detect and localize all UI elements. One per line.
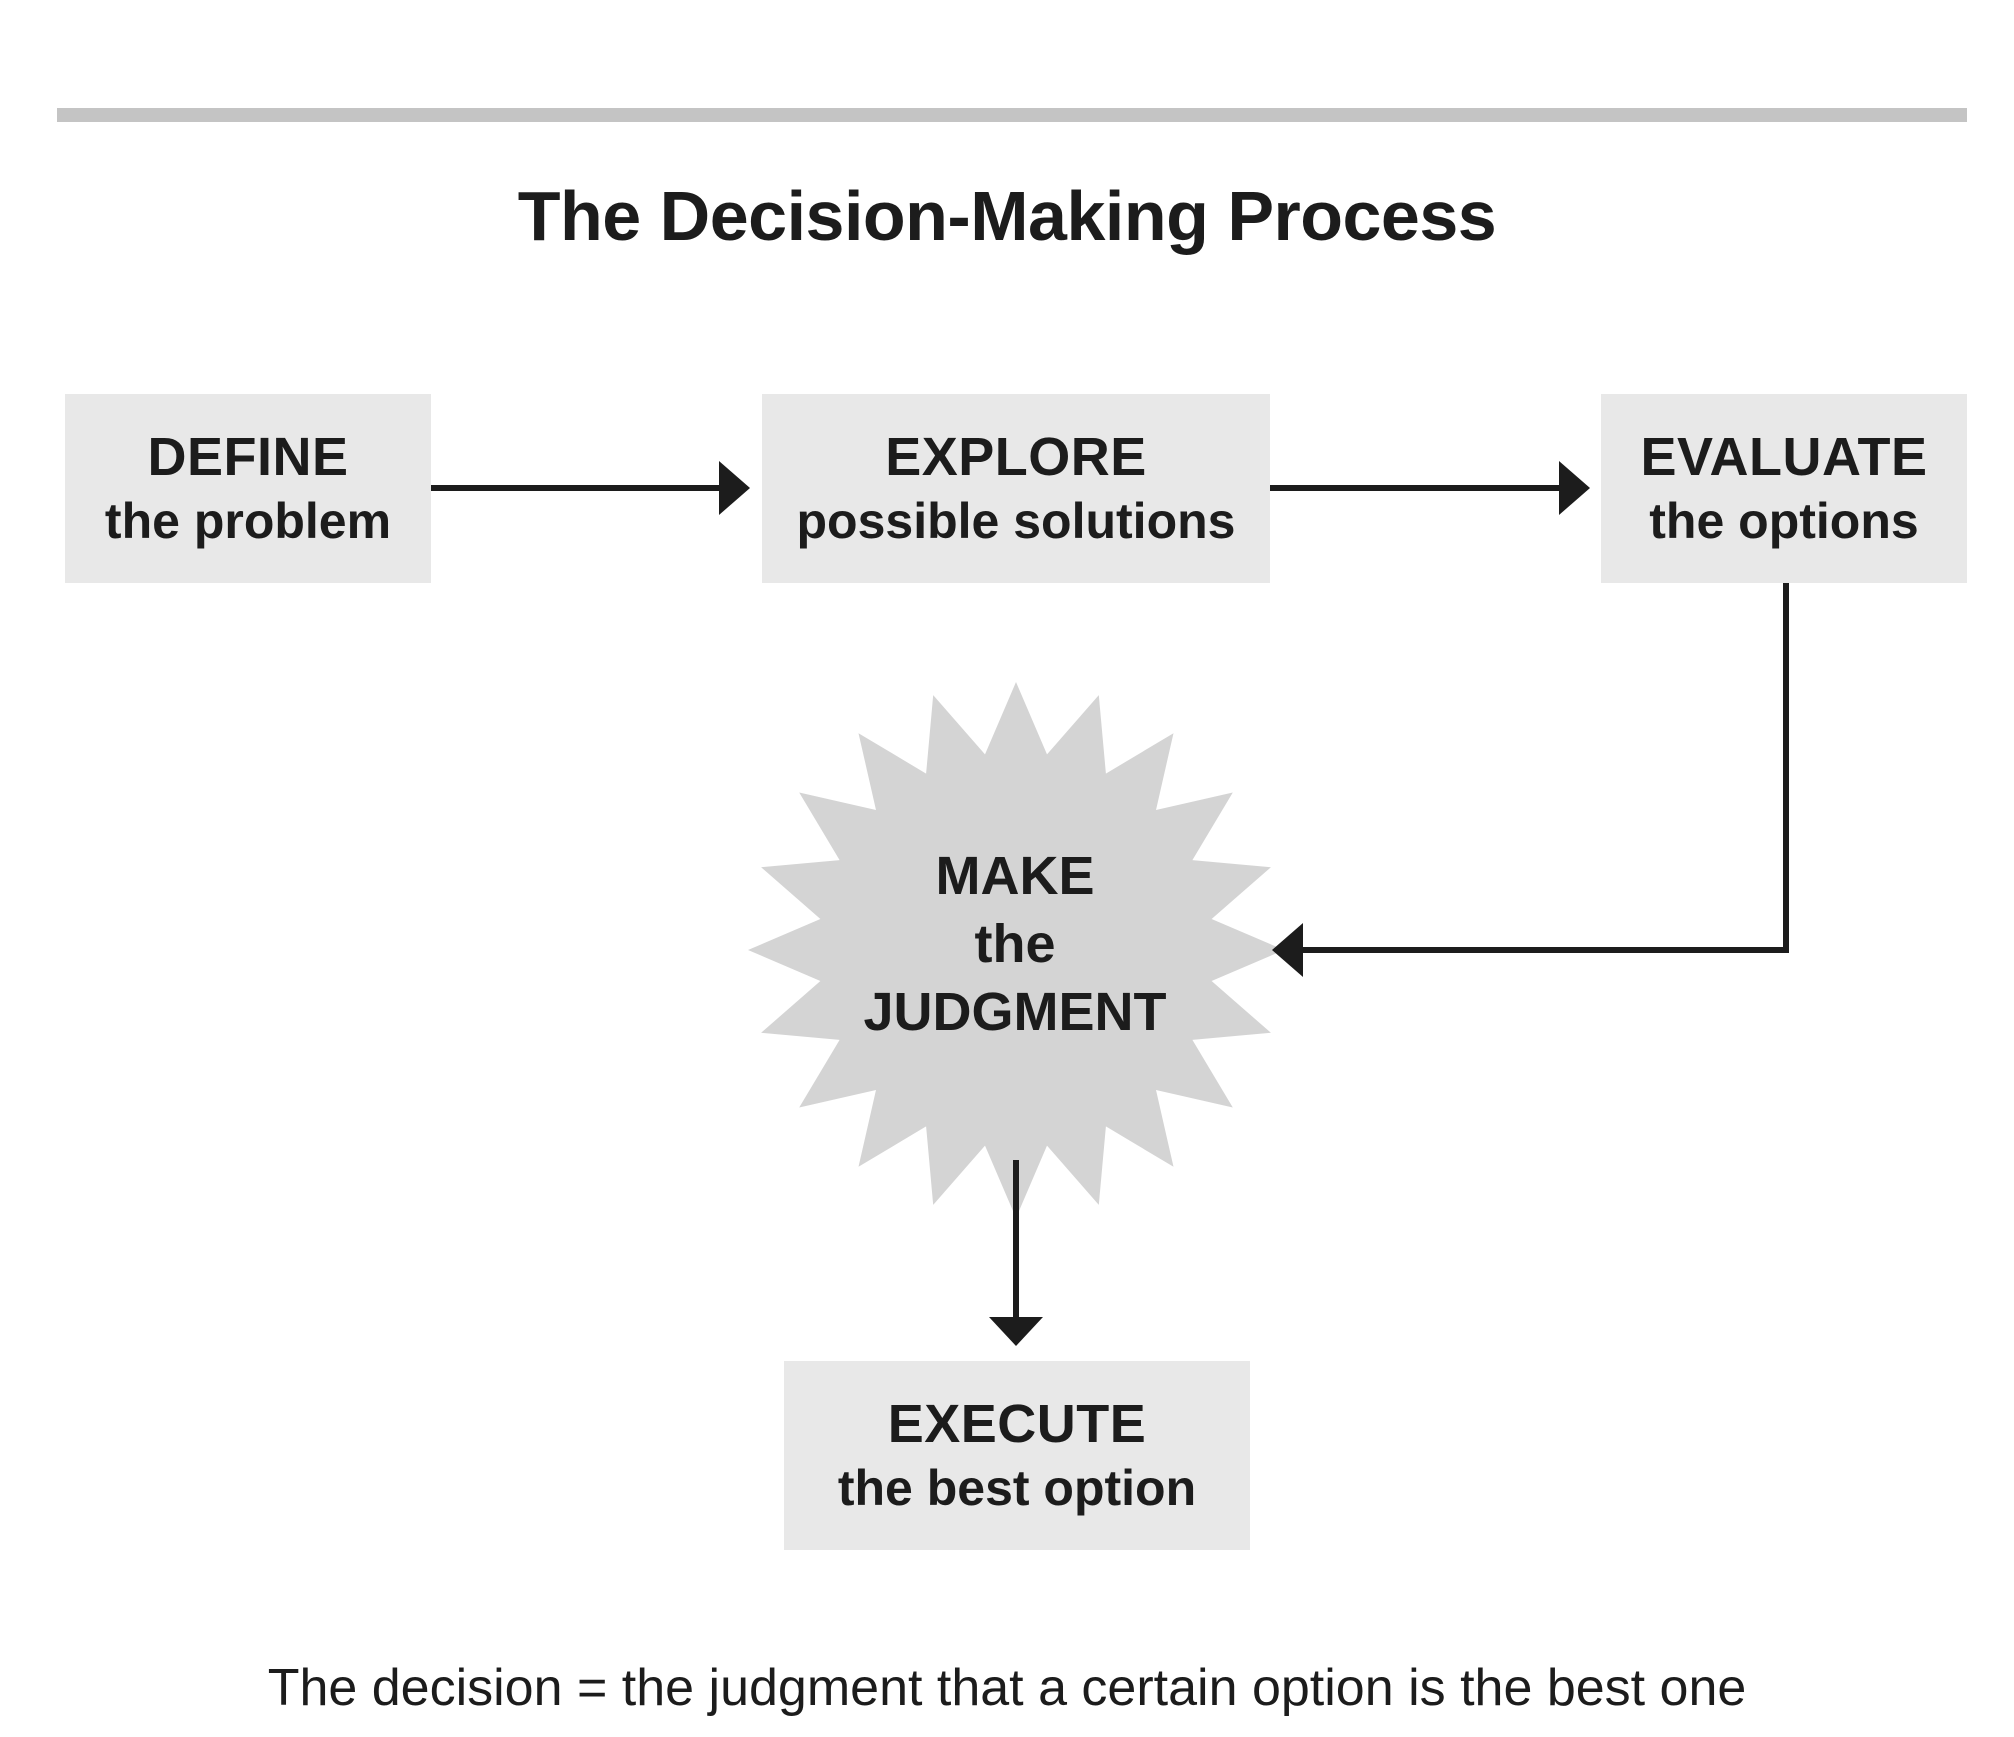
step-define-box: DEFINE the problem — [65, 394, 431, 583]
judgment-line-1: MAKE — [935, 846, 1095, 906]
step-evaluate-verb: EVALUATE — [1640, 426, 1928, 487]
arrowhead-define-to-explore — [719, 461, 750, 515]
step-evaluate-box: EVALUATE the options — [1601, 394, 1967, 583]
top-rule — [57, 108, 1967, 122]
step-execute-desc: the best option — [837, 1459, 1197, 1516]
judgment-label: MAKE the JUDGMENT — [780, 842, 1250, 1046]
step-define-verb: DEFINE — [147, 426, 349, 487]
step-evaluate-desc: the options — [1649, 492, 1919, 549]
step-execute-box: EXECUTE the best option — [784, 1361, 1250, 1550]
step-explore-box: EXPLORE possible solutions — [762, 394, 1270, 583]
judgment-line-2: the — [974, 914, 1056, 974]
arrow-evaluate-to-judgment — [1300, 583, 1789, 953]
diagram-title: The Decision-Making Process — [517, 177, 1497, 255]
arrowhead-explore-to-evaluate — [1559, 461, 1590, 515]
step-explore-verb: EXPLORE — [885, 426, 1147, 487]
judgment-line-3: JUDGMENT — [863, 982, 1167, 1042]
arrowhead-judgment-to-execute — [989, 1317, 1043, 1346]
step-explore-desc: possible solutions — [796, 492, 1236, 549]
judgment-starburst — [748, 682, 1284, 1218]
step-define-desc: the problem — [104, 492, 392, 549]
step-execute-verb: EXECUTE — [887, 1393, 1147, 1454]
arrowhead-evaluate-to-judgment — [1272, 923, 1303, 977]
decision-caption: The decision = the judgment that a certa… — [267, 1659, 1747, 1717]
